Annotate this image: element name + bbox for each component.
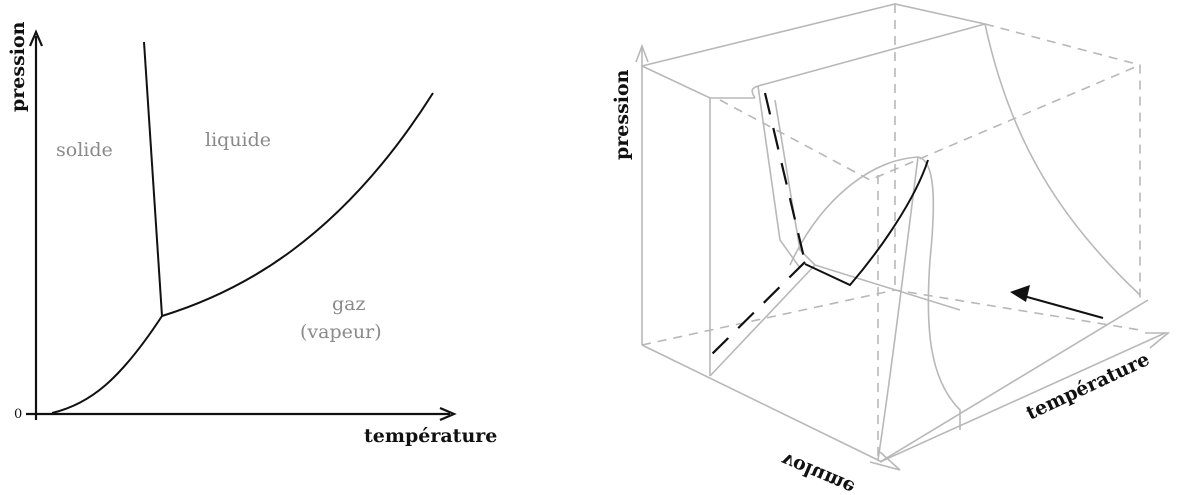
fusion-curve-3d bbox=[763, 92, 807, 263]
pressure-axis-3d-label: pression bbox=[611, 69, 633, 160]
surface-top-left-edge bbox=[641, 65, 755, 99]
supercritical-surface-curve bbox=[984, 23, 1141, 296]
surface-top-ridge bbox=[751, 23, 986, 99]
sublimation-curve-3d bbox=[705, 261, 806, 361]
temperature-axis-3d-arrowhead-icon bbox=[1145, 332, 1171, 349]
pressure-axis-label: pression bbox=[7, 21, 29, 112]
dome-left-branch bbox=[877, 156, 919, 461]
liquid-vapor-dome bbox=[789, 156, 961, 430]
solid-liquid-strip-left bbox=[757, 85, 801, 269]
hidden-edge-bottom bbox=[641, 289, 1141, 346]
pressure-axis-3d-arrowhead-icon bbox=[635, 43, 649, 63]
fusion-curve bbox=[143, 41, 163, 317]
volume-axis-3d-label: volume bbox=[778, 448, 858, 495]
surface-top-back-edge bbox=[641, 3, 986, 67]
region-label-vapor: (vapeur) bbox=[300, 321, 382, 343]
surface-edge-front bbox=[879, 299, 1149, 463]
projection-arrowhead-icon bbox=[1010, 285, 1030, 302]
solid-face-bottom bbox=[709, 264, 816, 377]
sublimation-curve bbox=[51, 315, 163, 414]
volume-axis-3d bbox=[641, 344, 883, 463]
region-label-gas: gaz bbox=[332, 293, 366, 315]
pressure-axis-arrowhead-icon bbox=[28, 29, 44, 47]
origin-label: 0 bbox=[14, 407, 22, 422]
temperature-axis-3d bbox=[879, 332, 1166, 463]
vaporization-curve-3d bbox=[804, 159, 929, 287]
pt-phase-diagram: 0 pression température solide liquide ga… bbox=[7, 21, 497, 447]
temperature-axis-label: température bbox=[364, 425, 497, 447]
hidden-edge-back-right bbox=[984, 23, 1141, 300]
vaporization-curve bbox=[161, 92, 434, 317]
solid-liquid-strip-right bbox=[774, 99, 816, 266]
region-label-solid: solide bbox=[56, 139, 113, 161]
triple-line bbox=[814, 264, 961, 311]
temperature-axis-arrowhead-icon bbox=[439, 406, 457, 422]
temperature-axis-3d-label: température bbox=[1023, 348, 1153, 424]
projection-arrow bbox=[1019, 294, 1104, 319]
region-label-liquid: liquide bbox=[205, 129, 271, 151]
hidden-edge-mid bbox=[719, 64, 1141, 181]
